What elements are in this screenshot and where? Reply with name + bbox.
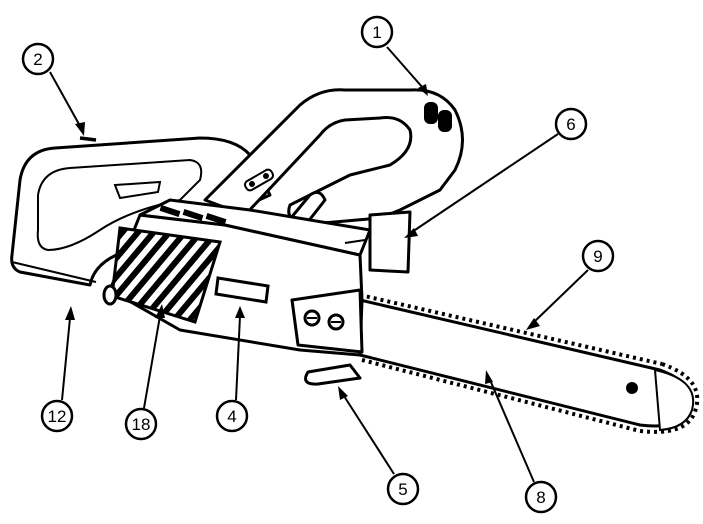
engine-housing [102,198,412,386]
callout-2: 2 [21,42,85,136]
callout-label: 5 [398,480,407,499]
callout-1: 1 [360,15,428,96]
guide-bar [358,293,700,434]
callout-4: 4 [215,306,249,433]
callout-5: 5 [338,386,420,506]
callout-6: 6 [404,107,588,238]
callout-label: 2 [33,50,42,69]
callout-label: 12 [48,407,67,426]
callout-label: 8 [536,488,545,507]
callout-8: 8 [485,370,558,514]
callout-label: 6 [566,115,575,134]
callout-label: 18 [132,415,151,434]
callout-label: 1 [372,23,381,42]
callout-label: 9 [593,247,602,266]
callout-18: 18 [124,304,165,441]
callout-9: 9 [526,239,615,330]
callout-label: 4 [227,407,236,426]
callout-12: 12 [40,306,75,433]
